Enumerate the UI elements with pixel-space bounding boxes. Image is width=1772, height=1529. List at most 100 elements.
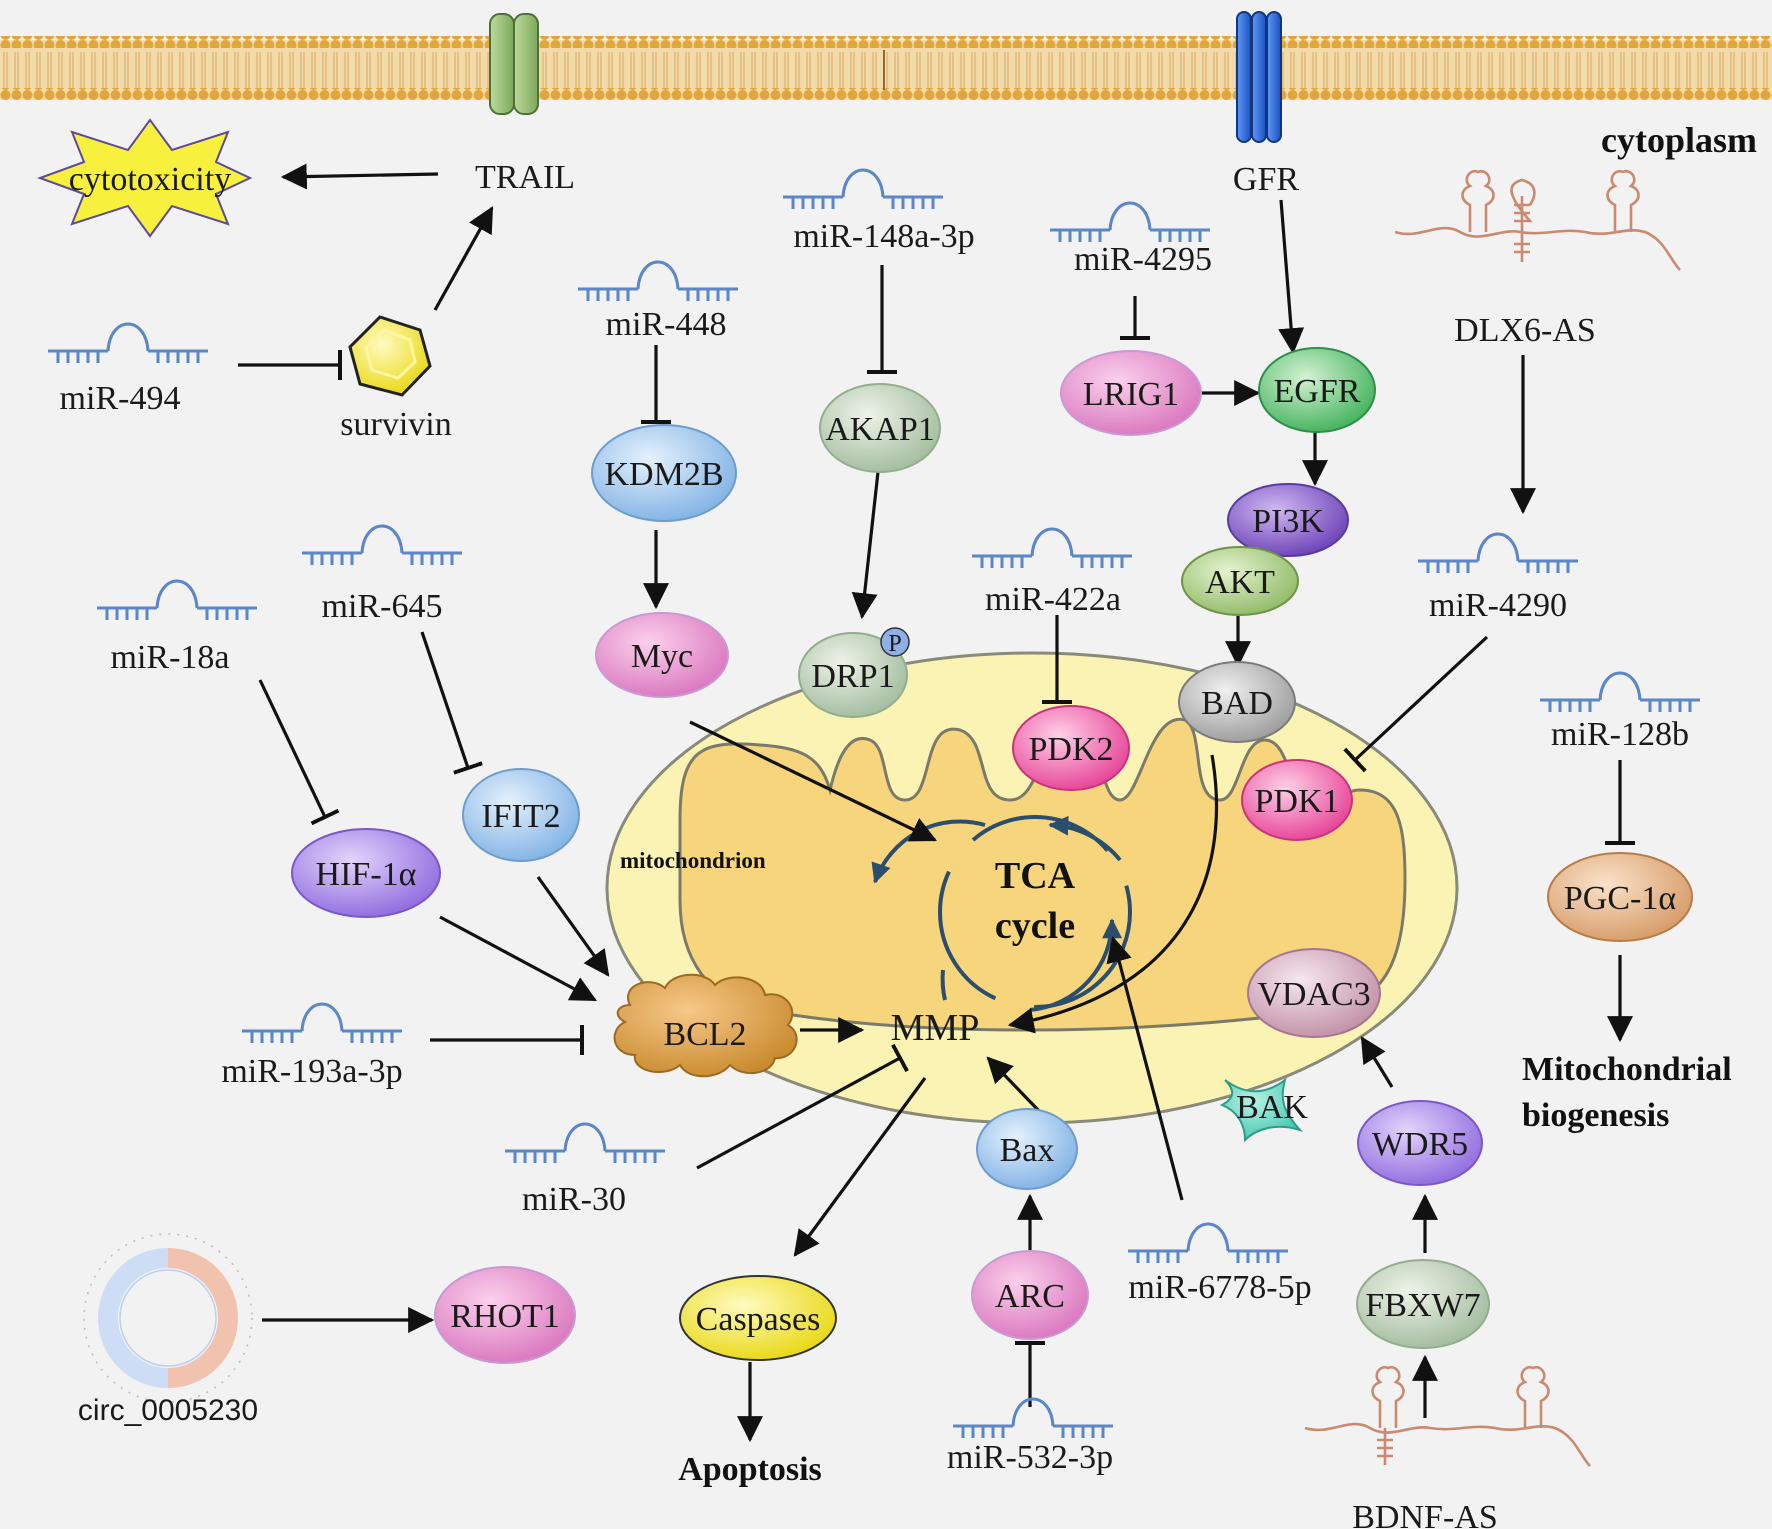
kdm2b-label: KDM2B <box>604 456 723 493</box>
drp1-label: DRP1 <box>811 658 894 695</box>
mirna-icon <box>578 260 738 301</box>
node-drp1: DRP1 P <box>798 627 910 718</box>
circrna-label: circ_0005230 <box>78 1394 258 1427</box>
node-arc: ARC <box>971 1250 1089 1340</box>
mir494-label: miR-494 <box>60 380 181 417</box>
wdr5-label: WDR5 <box>1372 1126 1468 1163</box>
mirna-icon <box>1540 671 1700 712</box>
lncrna-bdnf-icon <box>1304 1365 1591 1467</box>
mirna-icon <box>505 1122 665 1163</box>
mirna-icon <box>48 322 208 363</box>
egfr-label: EGFR <box>1274 373 1361 410</box>
node-bad: BAD <box>1178 661 1296 743</box>
tca-label-line1: TCA <box>995 855 1076 897</box>
node-pdk1: PDK1 <box>1241 759 1353 841</box>
mito-biogenesis-label-2: biogenesis <box>1522 1097 1669 1134</box>
vdac3-label: VDAC3 <box>1257 976 1370 1013</box>
node-hif1a: HIF-1α <box>291 828 441 918</box>
phospho-label: P <box>888 631 901 657</box>
node-lrig1: LRIG1 <box>1060 350 1202 436</box>
mir18a-label: miR-18a <box>111 639 230 676</box>
rhot1-label: RHOT1 <box>450 1298 560 1335</box>
bcl2-label: BCL2 <box>663 1016 746 1053</box>
node-caspases: Caspases <box>679 1275 837 1361</box>
mirna-icon <box>97 579 257 620</box>
mir148a-label: miR-148a-3p <box>793 218 974 255</box>
cell-membrane <box>0 36 1772 100</box>
lncrna-dlx6-icon <box>1394 169 1681 271</box>
node-pgc1a: PGC-1α <box>1547 852 1693 942</box>
mirna-icon <box>783 168 943 209</box>
gfr-receptor <box>1236 11 1282 143</box>
mirna-icon <box>953 1397 1113 1438</box>
mirna-icon <box>1050 201 1210 242</box>
trail-label: TRAIL <box>475 159 575 196</box>
bdnf-as-label: BDNF-AS <box>1352 1499 1497 1529</box>
mir532-label: miR-532-3p <box>947 1439 1113 1476</box>
mirna-icon <box>1128 1222 1288 1263</box>
mir422a-label: miR-422a <box>985 581 1121 618</box>
survivin-node <box>348 315 432 397</box>
node-wdr5: WDR5 <box>1357 1100 1483 1186</box>
mirna-icon <box>242 1002 402 1043</box>
mitochondrion <box>605 651 1459 1125</box>
mirna-icon <box>302 524 462 565</box>
node-fbxw7: FBXW7 <box>1356 1259 1490 1349</box>
pdk2-label: PDK2 <box>1028 731 1113 768</box>
mirna-icon <box>1418 532 1578 573</box>
node-bax: Bax <box>976 1108 1078 1190</box>
trail-receptor <box>489 13 539 115</box>
node-kdm2b: KDM2B <box>591 424 737 522</box>
arc-label: ARC <box>995 1278 1065 1315</box>
cytotoxicity-node: cytotoxicity <box>37 118 253 238</box>
node-bak: BAK <box>1219 1077 1308 1143</box>
node-egfr: EGFR <box>1258 347 1376 433</box>
mir4290-label: miR-4290 <box>1429 587 1567 624</box>
akt-label: AKT <box>1205 564 1275 601</box>
mir645-label: miR-645 <box>322 588 443 625</box>
mirna-glyphs <box>48 168 1700 1438</box>
node-bcl2: BCL2 <box>613 973 798 1078</box>
pdk1-label: PDK1 <box>1254 783 1339 820</box>
node-akt: AKT <box>1181 546 1299 616</box>
cytotoxicity-label: cytotoxicity <box>69 161 231 198</box>
mir6778-label: miR-6778-5p <box>1128 1269 1311 1306</box>
tca-label-line2: cycle <box>995 905 1075 947</box>
dlx6-as-label: DLX6-AS <box>1454 312 1596 349</box>
akap1-label: AKAP1 <box>825 411 935 448</box>
lrig1-label: LRIG1 <box>1083 376 1179 413</box>
survivin-label: survivin <box>340 406 451 443</box>
fbxw7-label: FBXW7 <box>1365 1287 1480 1324</box>
pi3k-label: PI3K <box>1252 503 1324 540</box>
mir128b-label: miR-128b <box>1551 716 1689 753</box>
mir448-label: miR-448 <box>606 306 727 343</box>
node-akap1: AKAP1 <box>819 383 941 473</box>
gfr-label: GFR <box>1233 161 1299 198</box>
hif1a-label: HIF-1α <box>316 856 417 893</box>
bak-label: BAK <box>1236 1089 1308 1126</box>
mirna-icon <box>972 527 1132 568</box>
node-ifit2: IFIT2 <box>462 768 580 862</box>
mir193a-label: miR-193a-3p <box>221 1053 402 1090</box>
mito-biogenesis-label-1: Mitochondrial <box>1522 1051 1732 1088</box>
cytoplasm-label: cytoplasm <box>1601 120 1757 160</box>
ifit2-label: IFIT2 <box>481 798 560 835</box>
mmp-label: MMP <box>891 1007 980 1049</box>
caspases-label: Caspases <box>696 1301 821 1338</box>
pgc1a-label: PGC-1α <box>1564 880 1676 917</box>
interaction-arrows <box>238 163 1635 1443</box>
node-pdk2: PDK2 <box>1012 705 1130 791</box>
apoptosis-label: Apoptosis <box>678 1451 822 1488</box>
circrna-icon <box>83 1233 253 1403</box>
node-myc: Myc <box>595 612 729 698</box>
mir4295-label: miR-4295 <box>1074 241 1212 278</box>
mitochondrion-label: mitochondrion <box>620 848 766 873</box>
node-pi3k: PI3K <box>1227 483 1349 557</box>
myc-label: Myc <box>631 638 693 675</box>
node-rhot1: RHOT1 <box>434 1266 576 1364</box>
node-vdac3: VDAC3 <box>1247 948 1381 1038</box>
mir30-label: miR-30 <box>522 1181 626 1218</box>
bax-label: Bax <box>1000 1132 1055 1169</box>
bad-label: BAD <box>1201 685 1273 722</box>
